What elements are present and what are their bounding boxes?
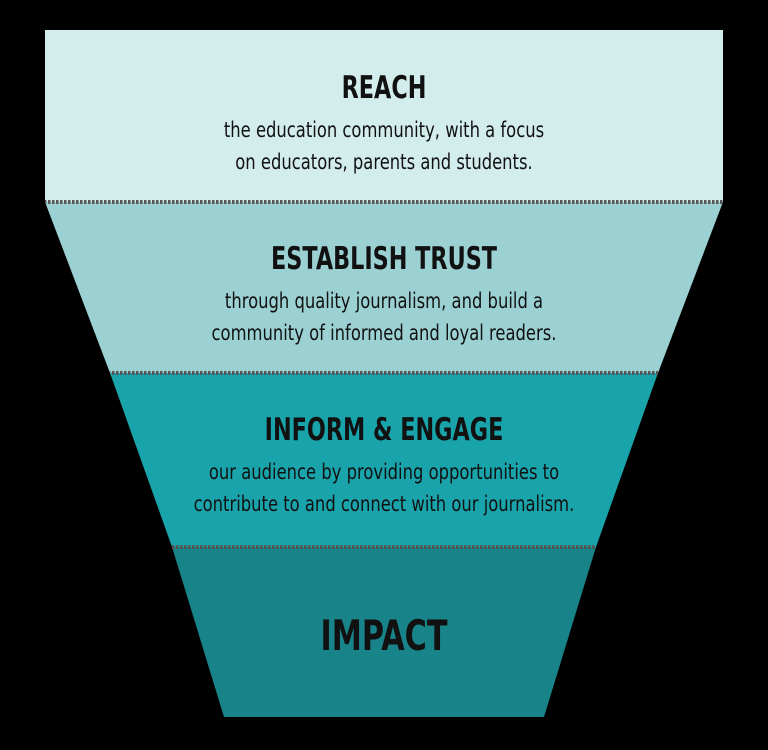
stage-description-line: on educators, parents and students. bbox=[235, 150, 533, 174]
stage-establish-trust: ESTABLISH TRUST through quality journali… bbox=[0, 241, 768, 349]
stage-impact-shape bbox=[172, 547, 596, 717]
separator-2 bbox=[110, 371, 658, 375]
stage-title: IMPACT bbox=[320, 611, 448, 660]
stage-title: INFORM & ENGAGE bbox=[264, 412, 504, 448]
stage-inform-engage: INFORM & ENGAGE our audience by providin… bbox=[0, 412, 768, 520]
stage-description-line: community of informed and loyal readers. bbox=[211, 321, 557, 345]
stage-reach-shape bbox=[45, 30, 723, 202]
stage-description-line: our audience by providing opportunities … bbox=[208, 460, 560, 484]
stage-description-line: contribute to and connect with our journ… bbox=[193, 492, 575, 516]
separator-1 bbox=[45, 200, 723, 204]
stage-description-line: the education community, with a focus bbox=[223, 118, 545, 142]
stage-description-line: through quality journalism, and build a bbox=[224, 289, 544, 313]
stage-impact: IMPACT bbox=[0, 612, 768, 660]
stage-trust-shape bbox=[45, 202, 723, 373]
stage-reach: REACH the education community, with a fo… bbox=[0, 70, 768, 178]
separator-3 bbox=[172, 545, 596, 549]
stage-title: REACH bbox=[341, 70, 427, 106]
stage-title: ESTABLISH TRUST bbox=[271, 241, 497, 277]
stage-engage-shape bbox=[110, 373, 658, 547]
